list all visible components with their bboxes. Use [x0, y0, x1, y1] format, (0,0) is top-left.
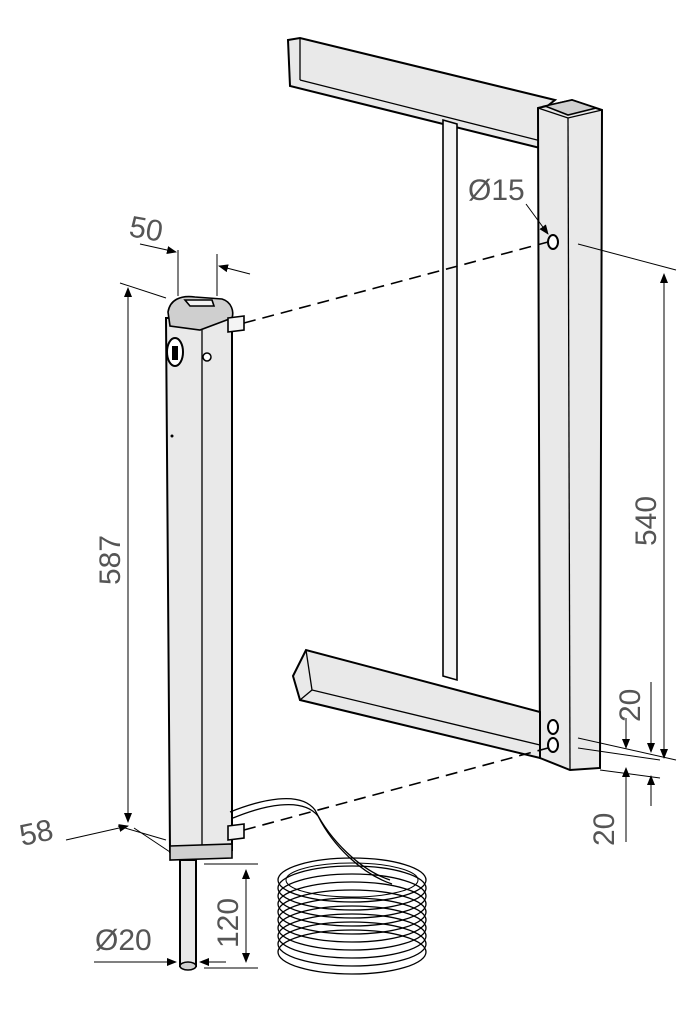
label-pin-diameter: Ø20: [95, 924, 152, 957]
dim-top-offset: 20: [577, 682, 661, 806]
label-top-offset: 20: [614, 689, 647, 722]
upper-hole: [547, 234, 559, 250]
dim-pin-length: 120: [204, 863, 258, 969]
dim-post-height: 587: [94, 282, 167, 841]
gate-frame: [286, 36, 604, 772]
dim-hole-spacing: 540: [577, 243, 677, 761]
dim-bottom-offset: 20: [588, 718, 630, 846]
label-hole-diameter: Ø15: [468, 174, 525, 207]
dim-hole-diameter: Ø15: [468, 174, 549, 235]
lower-hole-1: [547, 719, 559, 735]
label-bottom-offset: 20: [588, 813, 621, 846]
lower-alignment-line: [243, 747, 549, 831]
label-pin-length: 120: [212, 898, 245, 948]
screw-icon: [202, 352, 212, 362]
dim-base-offset: 58: [17, 814, 171, 853]
label-hole-spacing: 540: [630, 496, 663, 546]
upper-alignment-line: [243, 241, 549, 324]
post: [164, 295, 245, 971]
lower-hole-2: [547, 737, 559, 753]
label-base-offset: 58: [17, 814, 57, 853]
dim-pin-diameter: Ø20: [94, 924, 226, 966]
label-post-height: 587: [94, 535, 127, 585]
cable-coil: [229, 797, 427, 975]
label-post-width: 50: [127, 210, 166, 248]
dim-post-width: 50: [127, 210, 251, 296]
